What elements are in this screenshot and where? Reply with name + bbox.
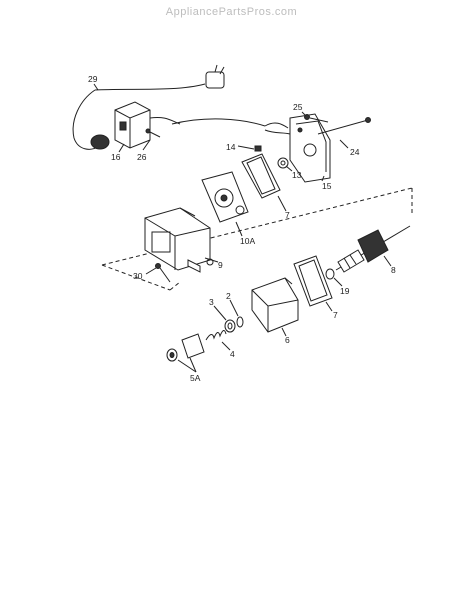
retaining-ring[interactable] bbox=[236, 316, 244, 328]
pinion-gear[interactable] bbox=[166, 333, 205, 362]
wire-harness bbox=[171, 118, 291, 135]
callout-24: 24 bbox=[350, 147, 360, 157]
callout-2: 2 bbox=[226, 291, 231, 301]
callout-5a: 5A bbox=[190, 373, 201, 383]
callout-8: 8 bbox=[391, 265, 396, 275]
callout-7-upper: 7 bbox=[285, 210, 290, 220]
callout-16: 16 bbox=[111, 152, 121, 162]
callout-9: 9 bbox=[218, 260, 223, 270]
callout-labels: 29 16 26 25 24 14 13 15 7 10A 9 8 30 19 … bbox=[88, 74, 396, 383]
motor-frame[interactable] bbox=[144, 207, 214, 273]
callout-10a: 10A bbox=[240, 236, 255, 246]
gasket-upper[interactable] bbox=[241, 153, 281, 199]
callout-14: 14 bbox=[226, 142, 236, 152]
callout-7-lower: 7 bbox=[333, 310, 338, 320]
callout-25: 25 bbox=[293, 102, 303, 112]
callout-13: 13 bbox=[292, 170, 302, 180]
callout-3: 3 bbox=[209, 297, 214, 307]
washer-19[interactable] bbox=[325, 268, 335, 280]
end-cap[interactable] bbox=[289, 113, 331, 183]
callout-6: 6 bbox=[285, 335, 290, 345]
brush-spring[interactable] bbox=[254, 145, 262, 152]
callout-30: 30 bbox=[133, 271, 143, 281]
armature[interactable] bbox=[335, 225, 411, 273]
assembly-outline bbox=[101, 187, 413, 291]
brush-plate[interactable] bbox=[201, 171, 249, 223]
callout-26: 26 bbox=[137, 152, 147, 162]
drive-housing[interactable] bbox=[251, 277, 299, 333]
collar[interactable] bbox=[224, 319, 236, 333]
through-bolt[interactable] bbox=[317, 117, 371, 135]
switch-box[interactable] bbox=[114, 101, 181, 149]
callout-29: 29 bbox=[88, 74, 98, 84]
watermark: AppliancePartsPros.com bbox=[165, 6, 298, 18]
drive-spring[interactable] bbox=[205, 330, 227, 341]
screw-30[interactable] bbox=[155, 263, 171, 283]
callout-19: 19 bbox=[340, 286, 350, 296]
power-cord[interactable] bbox=[72, 64, 225, 150]
callout-15: 15 bbox=[322, 181, 332, 191]
screw-26[interactable] bbox=[145, 128, 161, 138]
gasket-lower[interactable] bbox=[293, 255, 333, 307]
washer-13[interactable] bbox=[277, 157, 289, 169]
callout-4: 4 bbox=[230, 349, 235, 359]
leader-lines bbox=[93, 83, 392, 373]
